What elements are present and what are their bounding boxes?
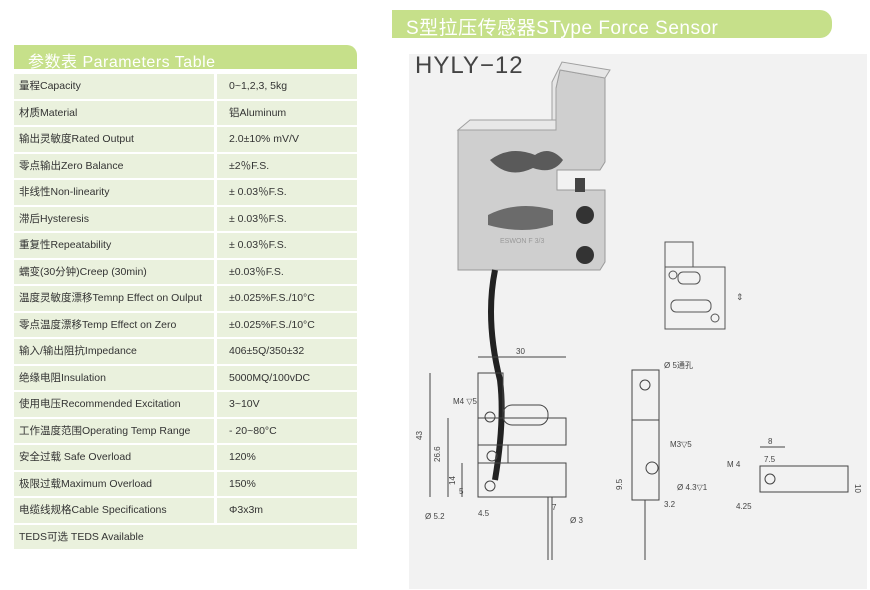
dim-5: 5 — [459, 487, 464, 496]
param-value: 3~10V — [217, 392, 357, 417]
dim-7: 7 — [552, 503, 557, 512]
dim-5-2: Ø 5.2 — [425, 512, 445, 521]
param-name: 量程Capacity — [14, 74, 214, 99]
param-name: 输出灵敏度Rated Output — [14, 127, 214, 152]
param-value: ± 0.03％F.S. — [217, 233, 357, 258]
dim-4-5: 4.5 — [478, 509, 490, 518]
front-view-drawing — [429, 356, 567, 560]
param-name: 电缆线规格Cable Specifications — [14, 498, 214, 523]
table-row: 零点输出Zero Balance±2％F.S. — [14, 153, 357, 178]
param-name: 温度灵敏度漂移Temnp Effect on Oulput — [14, 286, 214, 311]
param-name: 滞后Hysteresis — [14, 206, 214, 231]
param-value: Φ3x3m — [217, 498, 357, 523]
dim-30: 30 — [516, 347, 525, 356]
param-name: 重复性Repeatability — [14, 233, 214, 258]
table-row: TEDS可选 TEDS Available — [14, 524, 357, 549]
param-value: ±0.025%F.S./10°C — [217, 312, 357, 337]
dim-14: 14 — [448, 476, 457, 485]
param-name: 使用电压Recommended Excitation — [14, 392, 214, 417]
table-row: 温度灵敏度漂移Temnp Effect on Oulput±0.025%F.S.… — [14, 286, 357, 311]
param-name: 安全过载 Safe Overload — [14, 445, 214, 470]
dim-7-5: 7.5 — [764, 455, 776, 464]
dim-m4: M4 ▽5 — [453, 397, 477, 406]
param-value: 5000MQ/100vDC — [217, 365, 357, 390]
dim-4-25: 4.25 — [736, 502, 752, 511]
table-row: 蠕变(30分钟)Creep (30min)±0.03％F.S. — [14, 259, 357, 284]
dim-10: 10 — [853, 484, 862, 493]
param-value: - 20~80°C — [217, 418, 357, 443]
table-row: 非线性Non-linearity± 0.03％F.S. — [14, 180, 357, 205]
table-row: 滞后Hysteresis± 0.03％F.S. — [14, 206, 357, 231]
dim-43: 43 — [415, 431, 424, 440]
param-value: 2.0±10% mV/V — [217, 127, 357, 152]
side-view-drawing — [631, 369, 660, 560]
table-header: 参数表 Parameters Table — [14, 45, 357, 71]
param-value: 铝Aluminum — [217, 100, 357, 125]
param-value: ±2％F.S. — [217, 153, 357, 178]
svg-text:ESWON F 3/3: ESWON F 3/3 — [500, 238, 544, 245]
sensor-photo: ESWON F 3/3 — [456, 61, 611, 481]
param-value: 406±5Q/350±32 — [217, 339, 357, 364]
param-value: ±0.025%F.S./10°C — [217, 286, 357, 311]
svg-text:⇕: ⇕ — [736, 292, 744, 302]
banner-title: S型拉压传感器SType Force Sensor — [406, 18, 719, 39]
param-value: ± 0.03％F.S. — [217, 206, 357, 231]
model-number: HYLY−12 — [415, 52, 524, 79]
param-name: 零点输出Zero Balance — [14, 153, 214, 178]
param-value: 0~1,2,3, 5kg — [217, 74, 357, 99]
param-name: 非线性Non-linearity — [14, 180, 214, 205]
dim-9-5: 9.5 — [615, 478, 624, 490]
dim-26-6: 26.6 — [433, 446, 442, 462]
param-name: 绝缘电阻Insulation — [14, 365, 214, 390]
dim-3-2: 3.2 — [664, 500, 676, 509]
param-name: 蠕变(30分钟)Creep (30min) — [14, 259, 214, 284]
table-title: 参数表 Parameters Table — [28, 54, 216, 71]
table-row: 重复性Repeatability± 0.03％F.S. — [14, 233, 357, 258]
dim-m3: M3▽5 — [670, 440, 692, 449]
param-name: 工作温度范围Operating Temp Range — [14, 418, 214, 443]
dim-8: 8 — [768, 437, 773, 446]
end-view-drawing — [759, 446, 849, 493]
param-value: 150% — [217, 471, 357, 496]
param-value: 120% — [217, 445, 357, 470]
param-value: ± 0.03％F.S. — [217, 180, 357, 205]
param-name: 零点温度漂移Temp Effect on Zero — [14, 312, 214, 337]
table-row: 工作温度范围Operating Temp Range- 20~80°C — [14, 418, 357, 443]
small-outline-drawing: ⇕ — [664, 241, 744, 330]
dim-4-3: Ø 4.3▽1 — [677, 483, 708, 492]
dim-m4b: M 4 — [727, 460, 741, 469]
param-name: 材质Material — [14, 100, 214, 125]
dim-3: Ø 3 — [570, 516, 583, 525]
table-row: 零点温度漂移Temp Effect on Zero±0.025%F.S./10°… — [14, 312, 357, 337]
param-name: 极限过载Maximum Overload — [14, 471, 214, 496]
title-banner: S型拉压传感器SType Force Sensor — [392, 10, 832, 39]
param-name: 输入/输出阻抗Impedance — [14, 339, 214, 364]
teds-note: TEDS可选 TEDS Available — [14, 524, 357, 549]
param-value: ±0.03％F.S. — [217, 259, 357, 284]
dim-hole5: Ø 5通孔 — [664, 360, 693, 370]
